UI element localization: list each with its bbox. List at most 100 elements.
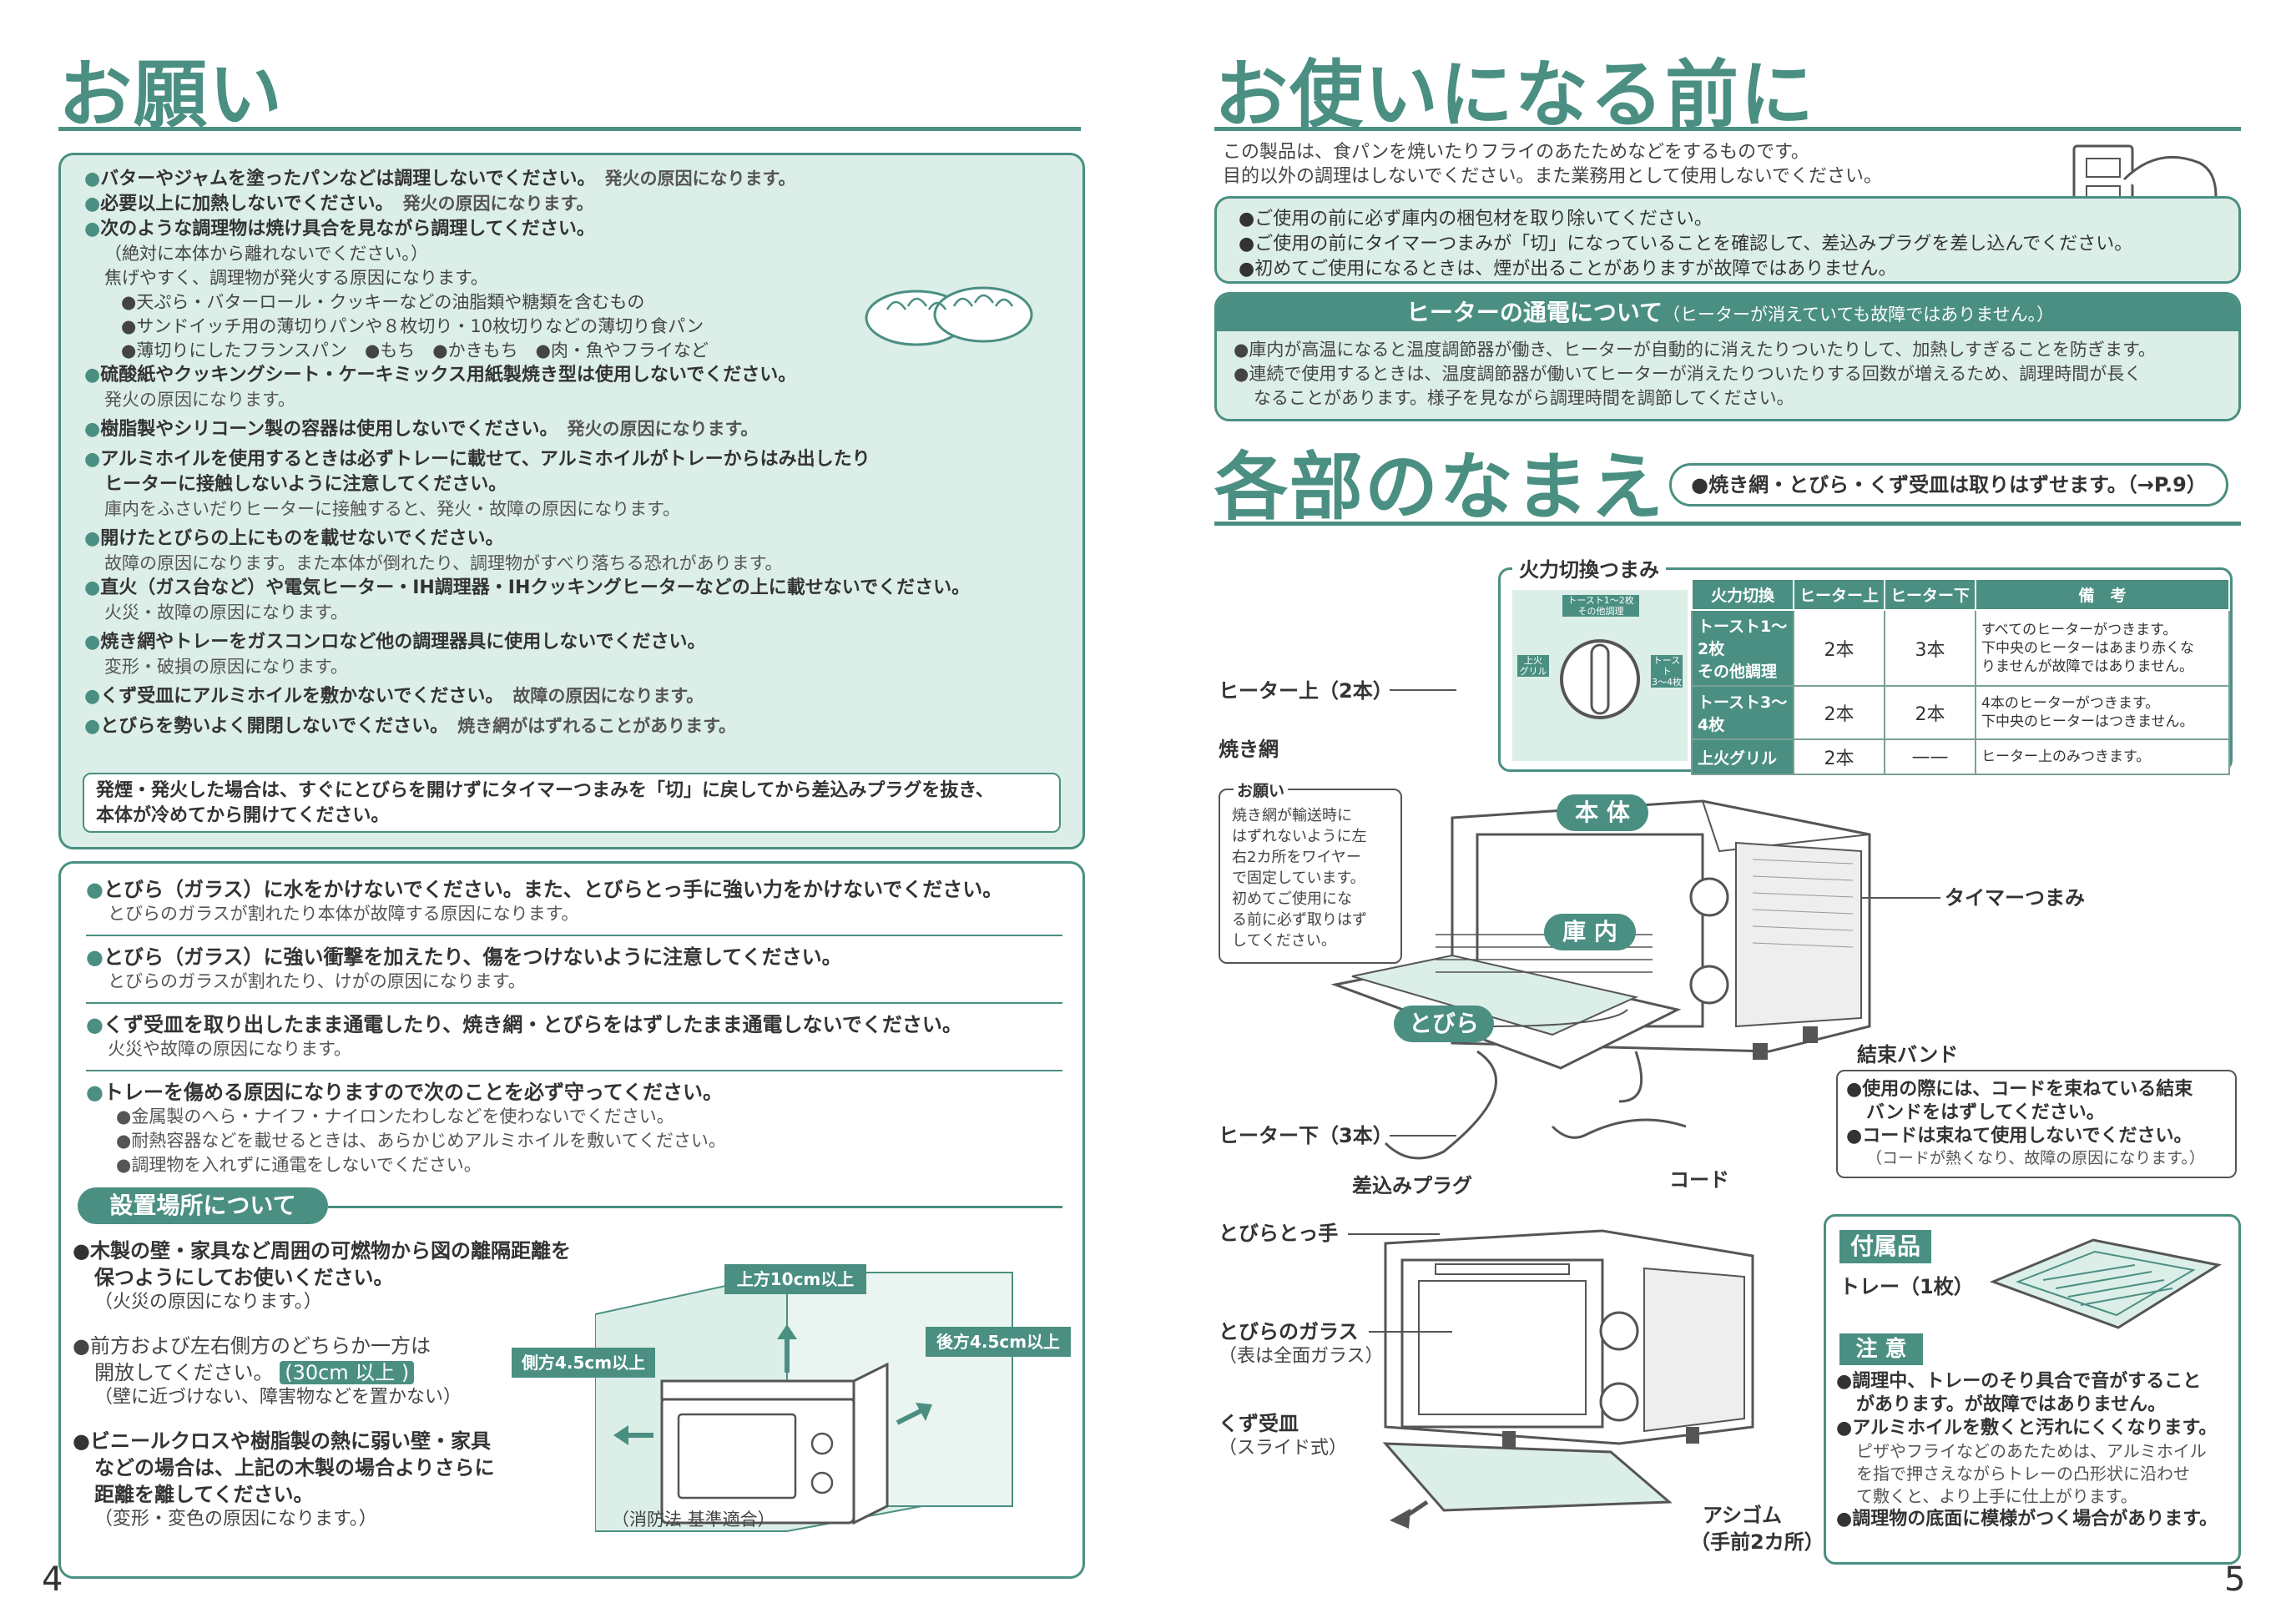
heater-power-item: ●連続で使用するときは、温度調節器が働いてヒーターが消えたりついたりする回数が増… (1234, 364, 2142, 384)
heater-power-title: ヒーターの通電について (1405, 299, 1663, 326)
accessory-caution: ●調理中、トレーのそり具合で音がすること (1836, 1371, 2202, 1392)
caution-item: ●バターやジャムを塗ったパンなどは調理しないでください。 発火の原因になります。 (84, 169, 796, 189)
heat-table-cell: トースト1〜2枚 その他調理 (1691, 609, 1794, 687)
heat-table-header: ヒーター下 (1884, 578, 1976, 611)
heat-table-cell: 2本 (1793, 609, 1885, 687)
install-section-title: 設置場所について (78, 1187, 328, 1224)
install-line: 保つようにしてお使いください。 (94, 1266, 394, 1289)
accessory-caution: があります。が故障ではありません。 (1856, 1394, 2167, 1415)
heat-table-header: 備 考 (1975, 578, 2230, 611)
removable-parts-note: ●焼き網・とびら・くず受皿は取りはずせます。（→P.9） (1669, 463, 2228, 507)
cord-note: ●使用の際には、コードを束ねている結束 (1846, 1079, 2193, 1100)
accessory-box: 付属品 トレー（1枚） 注 意 ●調理中、トレーのそり具合で音がすること があり… (1824, 1214, 2241, 1565)
caution-box-2: ●とびら（ガラス）に水をかけないでください。また、とびらとっ手に強い力をかけない… (58, 861, 1085, 1579)
caution-box-1: ●バターやジャムを塗ったパンなどは調理しないでください。 発火の原因になります。… (58, 153, 1085, 849)
caution-sub-item: ●調理物を入れずに通電をしないでください。 (116, 1155, 482, 1175)
oven-illustration-closed (1382, 1229, 1754, 1529)
caution-note: とびらのガラスが割れたり本体が故障する原因になります。 (108, 904, 579, 924)
caution-item: ●開けたとびらの上にものを載せないでください。 (84, 528, 504, 549)
page-title-left: お願い (58, 52, 285, 138)
install-line: （変形・変色の原因になります。） (94, 1509, 377, 1530)
leader-line (1390, 689, 1456, 691)
heater-power-item: ●庫内が高温になると温度調節器が働き、ヒーターが自動的に消えたりついたりして、加… (1234, 340, 2156, 360)
body-label: 本 体 (1557, 794, 1648, 831)
accessory-caution: ●調理物の底面に模様がつく場合があります。 (1836, 1509, 2218, 1530)
caution-sub: 焦げやすく、調理物が発火する原因になります。 (104, 268, 488, 288)
page-title-right: お使いになる前に (1214, 52, 1816, 138)
leader-line (1861, 897, 1940, 899)
rack-caution-line: 焼き網が輸送時に (1232, 807, 1352, 824)
heater-top-label: ヒーター上（2本） (1219, 679, 1393, 703)
rack-caution-title: お願い (1234, 779, 1289, 801)
accessory-title: 付属品 (1839, 1230, 1931, 1263)
heater-power-subtitle: （ヒーターが消えていても故障ではありません。） (1663, 305, 2055, 325)
install-line: （火災の原因になります。） (94, 1292, 322, 1313)
heater-power-list: ●庫内が高温になると温度調節器が働き、ヒーターが自動的に消えたりついたりして、加… (1234, 338, 2156, 411)
smoke-warning-line: 本体が冷めてから開けてください。 (96, 805, 390, 826)
caution-note: 故障の原因になります。また本体が倒れたり、調理物がすべり落ちる恐れがあります。 (104, 553, 783, 573)
accessory-caution: て敷くと、より上手に仕上がります。 (1856, 1486, 2137, 1506)
crumb-tray-sublabel: （スライド式） (1219, 1438, 1348, 1459)
caution-sub-item: ●薄切りにしたフランスパン ●もち ●かきもち ●肉・魚やフライなど (121, 340, 709, 360)
page-number-right: 5 (2224, 1560, 2246, 1599)
before-use-list: ●ご使用の前に必ず庫内の梱包材を取り除いてください。 ●ご使用の前にタイマーつま… (1239, 207, 2132, 282)
caution-item: ●アルミホイルを使用するときは必ずトレーに載せて、アルミホイルがトレーからはみ出… (84, 449, 870, 470)
install-line: 開放してください。 (30cm 以上 ) (73, 1359, 607, 1386)
knob-dial-panel: トースト1〜2枚 その他調理 上火 グリル トースト 3〜4枚 (1512, 590, 1688, 761)
intro-line: 目的以外の調理はしないでください。また業務用として使用しないでください。 (1223, 166, 1883, 187)
caution-list-a: ●バターやジャムを塗ったパンなどは調理しないでください。 発火の原因になります。… (84, 167, 1061, 739)
standard-note: （消防法 基準適合） (612, 1510, 775, 1530)
door-glass-label: とびらのガラス (1219, 1320, 1359, 1343)
caution-item: ●とびら（ガラス）に強い衝撃を加えたり、傷をつけないように注意してください。 (86, 945, 842, 969)
knob-panel: 火力切換つまみ トースト1〜2枚 その他調理 上火 グリル トースト 3〜4枚 … (1498, 553, 2233, 775)
rack-caution-line: で固定しています。 (1232, 869, 1365, 887)
cord-note: ●コードは束ねて使用しないでください。 (1846, 1126, 2193, 1147)
intro-text: この製品は、食パンを焼いたりフライのあたためなどをするものです。 目的以外の調理… (1223, 140, 1974, 189)
leader-line (1390, 1135, 1456, 1137)
parts-title-rule (1214, 522, 2241, 526)
title-rule-right (1214, 127, 2241, 131)
bread-illustration (865, 286, 1033, 346)
cord-note: バンドをはずしてください。 (1866, 1102, 2105, 1123)
tray-illustration (1989, 1238, 2222, 1329)
caution-note: 火災・故障の原因になります。 (104, 602, 348, 622)
caution-title: 注 意 (1839, 1333, 1923, 1365)
caution-item: ●トレーを傷める原因になりますので次のことを必ず守ってください。 (86, 1081, 724, 1104)
heater-power-item: なることがあります。様子を見ながら調理時間を調節してください。 (1254, 388, 1794, 408)
accessory-item: トレー（1枚） (1839, 1275, 1974, 1298)
before-use-item: ●ご使用の前に必ず庫内の梱包材を取り除いてください。 (1239, 209, 1713, 229)
knob-label-top: トースト1〜2枚 その他調理 (1562, 595, 1639, 617)
heat-table-header: 火力切換 (1691, 578, 1794, 611)
caution-item: ●とびらを勢いよく開閉しないでください。 焼き網がはずれることがあります。 (84, 716, 737, 737)
heat-table-cell: 3本 (1884, 609, 1976, 687)
caution-sub-item: ●金属製のへら・ナイフ・ナイロンたわしなどを使わないでください。 (116, 1106, 674, 1127)
install-line: （壁に近づけない、障害物などを置かない） (94, 1387, 462, 1408)
timer-knob-label: タイマーつまみ (1945, 886, 2085, 910)
install-rule (328, 1206, 1062, 1208)
leader-line (1369, 1331, 1452, 1333)
heat-table-cell: 2本 (1884, 685, 1976, 740)
caution-sub-item: ●天ぷら・バターロール・クッキーなどの油脂類や糖類を含むもの (121, 292, 645, 312)
inside-label: 庫 内 (1544, 914, 1636, 950)
caution-item: ●焼き網やトレーをガスコンロなど他の調理器具に使用しないでください。 (84, 632, 706, 653)
clearance-diagram (595, 1272, 1013, 1532)
caution-sub: （絶対に本体から離れないでください。） (104, 244, 428, 264)
knob-label-right: トースト 3〜4枚 (1651, 655, 1683, 688)
caution-sub-item: ●サンドイッチ用の薄切りパンや８枚切り・10枚切りなどの薄切り食パン (121, 316, 704, 336)
cord-notes-box: ●使用の際には、コードを束ねている結束 バンドをはずしてください。 ●コードは束… (1836, 1070, 2237, 1178)
heat-table-cell: 4本のヒーターがつきます。 下中央のヒーターはつきません。 (1975, 685, 2230, 740)
caution-note: 変形・破損の原因になります。 (104, 657, 348, 677)
back-clearance-label: 後方4.5cm以上 (926, 1327, 1071, 1357)
heat-table-cell: トースト3〜4枚 (1691, 685, 1794, 740)
intro-line: この製品は、食パンを焼いたりフライのあたためなどをするものです。 (1223, 142, 1809, 163)
install-text: ●木製の壁・家具など周囲の可燃物から図の離隔距離を 保つようにしてお使いください… (73, 1237, 607, 1531)
rack-caution-line: 初めてご使用にな (1232, 890, 1352, 908)
door-label: とびら (1394, 1006, 1494, 1042)
before-use-box: ●ご使用の前に必ず庫内の梱包材を取り除いてください。 ●ご使用の前にタイマーつま… (1214, 196, 2241, 284)
heater-power-box: ヒーターの通電について（ヒーターが消えていても故障ではありません。） ●庫内が高… (1214, 292, 2241, 421)
install-line: などの場合は、上記の木製の場合よりさらに (94, 1456, 495, 1479)
heater-power-header: ヒーターの通電について（ヒーターが消えていても故障ではありません。） (1217, 295, 2238, 331)
